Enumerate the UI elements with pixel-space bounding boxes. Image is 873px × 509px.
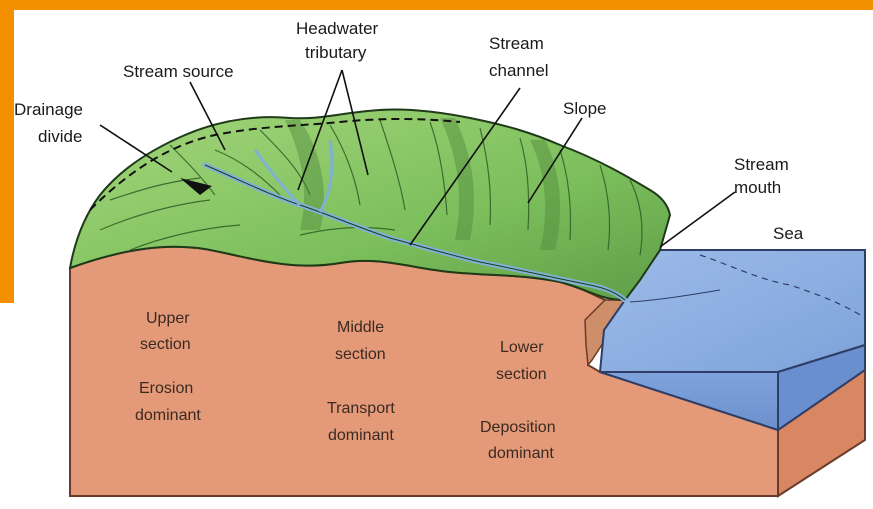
label-headwater-line1: Headwater: [296, 19, 379, 38]
lower-section-desc-2: dominant: [488, 445, 554, 462]
label-stream-source: Stream source: [123, 62, 234, 81]
lower-section-desc-1: Deposition: [480, 419, 556, 436]
label-stream-channel-line1: Stream: [489, 34, 544, 53]
lower-section-title-1: Lower: [500, 339, 544, 356]
label-drainage-line1: Drainage: [14, 100, 83, 119]
label-stream-mouth-line2: mouth: [734, 178, 781, 197]
lower-section-title-2: section: [496, 366, 547, 383]
upper-section-title-1: Upper: [146, 310, 190, 327]
label-headwater-line2: tributary: [305, 43, 367, 62]
leader-stream-mouth: [660, 192, 735, 247]
frame-left-bar: [0, 0, 14, 303]
middle-section-desc-1: Transport: [327, 400, 395, 417]
upper-section-title-2: section: [140, 336, 191, 353]
label-slope: Slope: [563, 99, 606, 118]
middle-section-desc-2: dominant: [328, 427, 394, 444]
label-stream-mouth-line1: Stream: [734, 155, 789, 174]
frame-top-bar: [0, 0, 873, 10]
label-drainage-line2: divide: [38, 127, 82, 146]
middle-section-title-2: section: [335, 346, 386, 363]
label-sea: Sea: [773, 224, 804, 243]
middle-section-title-1: Middle: [337, 319, 384, 336]
upper-section-desc-2: dominant: [135, 407, 201, 424]
upper-section-desc-1: Erosion: [139, 380, 193, 397]
label-stream-channel-line2: channel: [489, 61, 549, 80]
